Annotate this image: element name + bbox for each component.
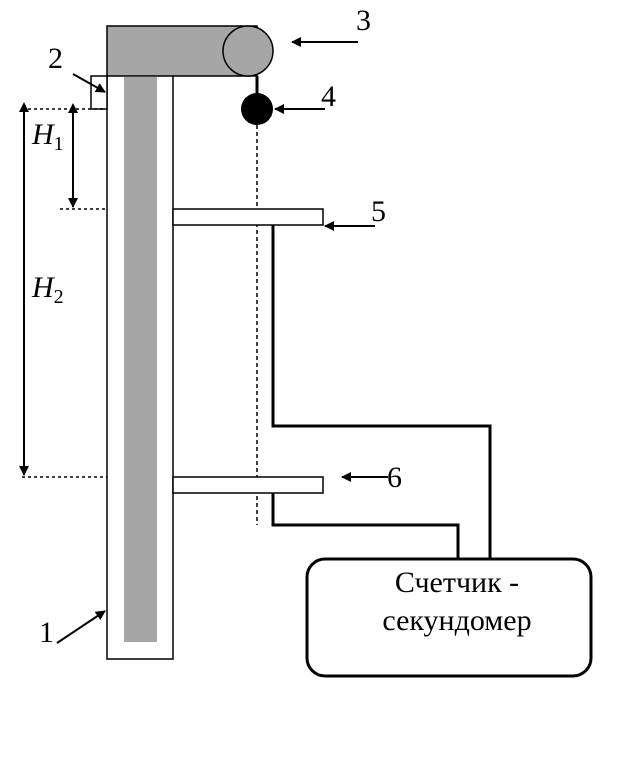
callout-number-5: 5 xyxy=(371,195,386,228)
callout-number-1: 1 xyxy=(39,616,54,649)
tube-liquid-column xyxy=(124,77,157,642)
counter-label-line2: секундомер xyxy=(382,604,531,637)
wire-lower-sensor xyxy=(271,493,460,560)
callout-number-4: 4 xyxy=(321,80,336,113)
callout-arrow-2 xyxy=(72,73,106,93)
sensor-plate-upper xyxy=(172,208,324,226)
pulley-wheel xyxy=(222,25,274,77)
callout-number-2: 2 xyxy=(48,42,63,75)
pulley-block xyxy=(106,25,274,77)
h1-label: H1 xyxy=(31,118,64,155)
callout-arrow-1 xyxy=(56,610,106,644)
wire-upper-sensor xyxy=(271,225,492,560)
counter-label-line1: Счетчик - xyxy=(395,566,519,599)
callout-number-6: 6 xyxy=(387,461,402,494)
h2-label: H2 xyxy=(31,271,64,308)
tube xyxy=(106,74,174,660)
counter-stopwatch-box xyxy=(305,557,593,678)
callout-number-3: 3 xyxy=(356,4,371,37)
sensor-plate-lower xyxy=(172,476,324,494)
ball-weight xyxy=(241,93,273,125)
